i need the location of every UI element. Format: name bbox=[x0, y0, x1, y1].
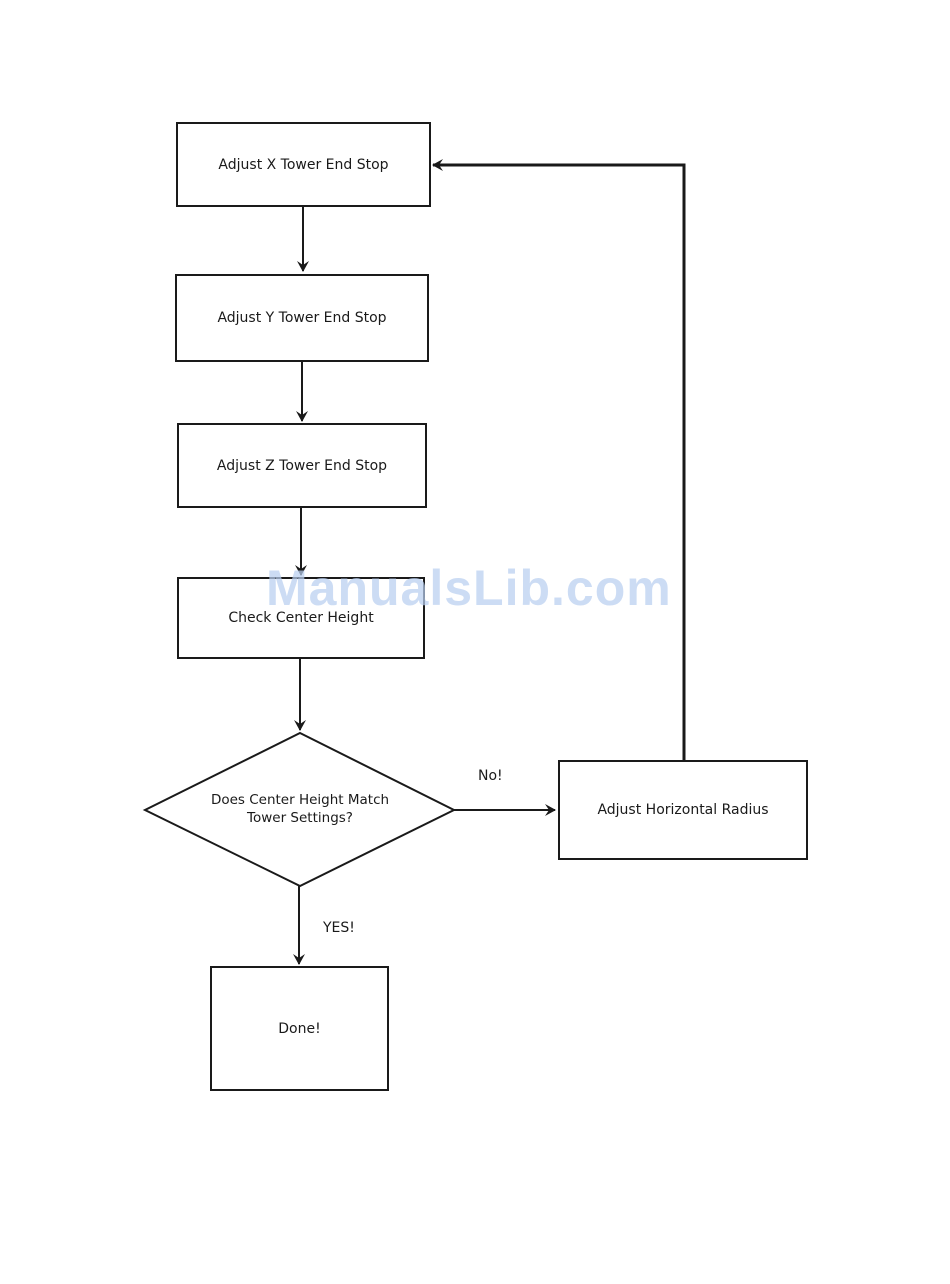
step-adjust-z-tower-label: Adjust Z Tower End Stop bbox=[217, 458, 387, 474]
step-adjust-y-tower: Adjust Y Tower End Stop bbox=[175, 274, 429, 362]
edge-label-yes: YES! bbox=[323, 920, 355, 936]
step-adjust-x-tower: Adjust X Tower End Stop bbox=[176, 122, 431, 207]
step-adjust-y-tower-label: Adjust Y Tower End Stop bbox=[217, 310, 386, 326]
decision-text: Does Center Height Match Tower Settings? bbox=[170, 791, 430, 827]
decision-text-line2: Tower Settings? bbox=[170, 809, 430, 827]
arrow-loop-back-to-x bbox=[433, 165, 684, 760]
step-adjust-horizontal-radius-label: Adjust Horizontal Radius bbox=[597, 802, 768, 818]
step-adjust-horizontal-radius: Adjust Horizontal Radius bbox=[558, 760, 808, 860]
step-done-label: Done! bbox=[278, 1021, 320, 1037]
step-adjust-x-tower-label: Adjust X Tower End Stop bbox=[218, 157, 388, 173]
step-done: Done! bbox=[210, 966, 389, 1091]
decision-text-line1: Does Center Height Match bbox=[170, 791, 430, 809]
step-adjust-z-tower: Adjust Z Tower End Stop bbox=[177, 423, 427, 508]
edge-label-no: No! bbox=[478, 768, 503, 784]
watermark-text: ManualsLib.com bbox=[266, 559, 672, 617]
